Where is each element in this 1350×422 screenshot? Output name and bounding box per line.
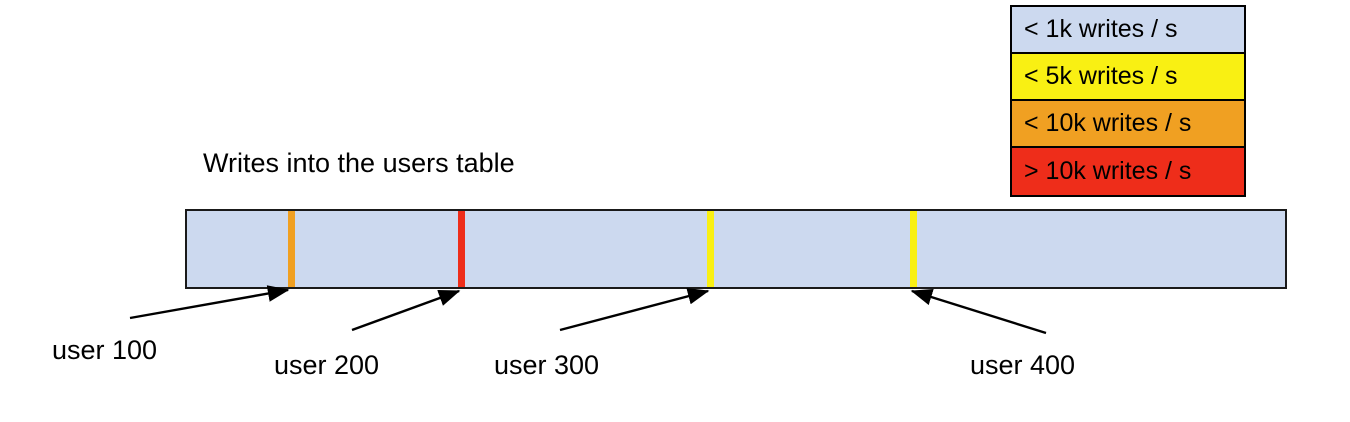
legend-row-lt-1k: < 1k writes / s — [1012, 7, 1244, 54]
legend-row-gt-10k: > 10k writes / s — [1012, 148, 1244, 195]
legend-row-lt-10k: < 10k writes / s — [1012, 101, 1244, 148]
pointer-label-user-300: user 300 — [494, 350, 600, 380]
legend-label-gt-10k: > 10k writes / s — [1024, 157, 1192, 185]
legend-label-lt-1k: < 1k writes / s — [1024, 15, 1178, 43]
legend-box: < 1k writes / s < 5k writes / s < 10k wr… — [1010, 5, 1246, 197]
pointer-label-user-100: user 100 — [52, 335, 158, 365]
users-table-bar — [185, 209, 1287, 289]
callout-arrow — [129, 285, 290, 320]
legend-label-lt-5k: < 5k writes / s — [1024, 62, 1178, 90]
stripe-user-400 — [910, 211, 917, 287]
stripe-user-300 — [707, 211, 714, 287]
legend-label-lt-10k: < 10k writes / s — [1024, 109, 1192, 137]
callout-arrow — [910, 289, 1047, 335]
legend-row-lt-5k: < 5k writes / s — [1012, 54, 1244, 101]
stripe-user-200 — [458, 211, 465, 287]
stripe-user-100 — [288, 211, 295, 287]
pointer-label-user-400: user 400 — [970, 350, 1076, 380]
callout-arrow — [351, 289, 461, 332]
callout-arrow — [559, 288, 710, 332]
pointer-label-user-200: user 200 — [274, 350, 380, 380]
chart-title: Writes into the users table — [203, 148, 515, 178]
